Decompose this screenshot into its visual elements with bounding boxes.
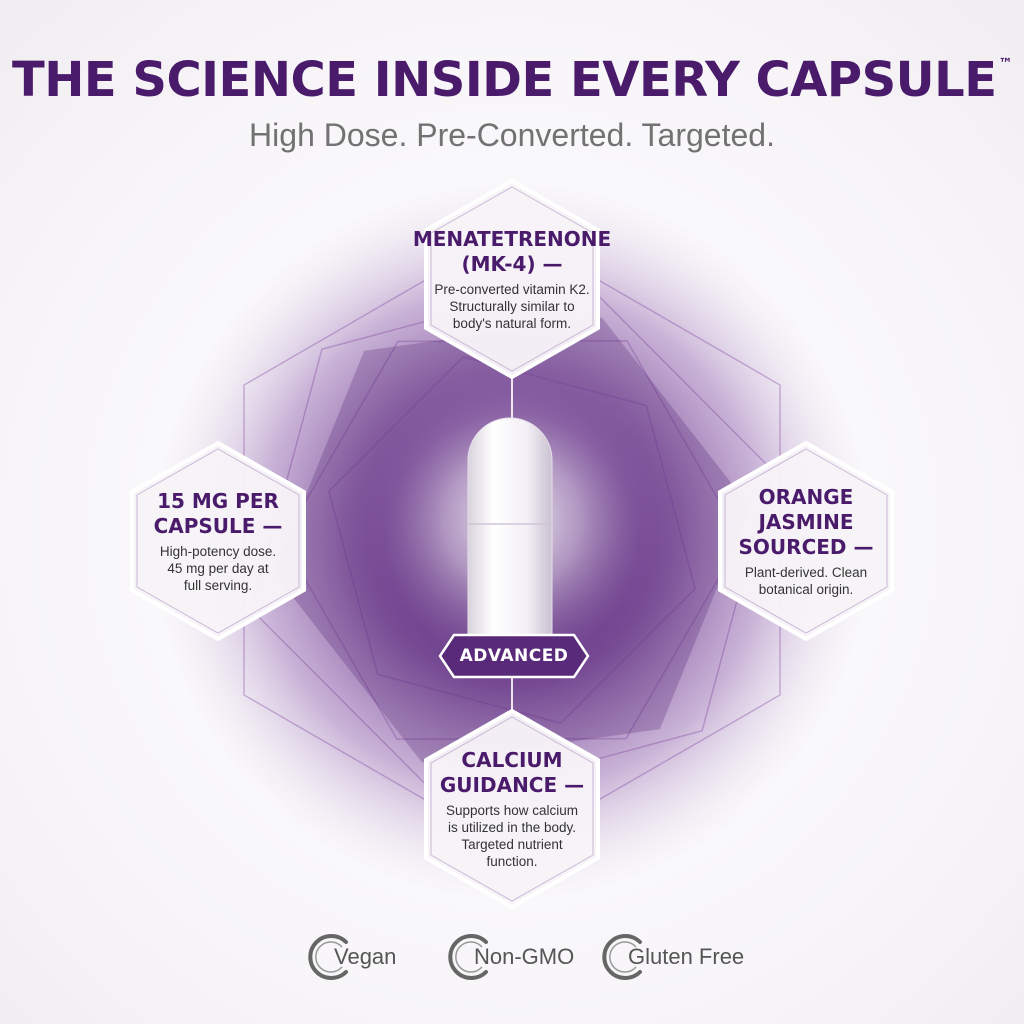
trademark-mark: ™ [998,56,1013,72]
card-heading: MENATETRENONE (MK-4) — [412,226,612,276]
feature-card-source: ORANGE JASMINE SOURCED — Plant-derived. … [716,440,896,642]
card-body: Supports how calcium is utilized in the … [445,803,579,869]
card-body: High-potency dose. 45 mg per day at full… [159,543,277,593]
card-body: Pre-converted vitamin K2. Structurally s… [434,281,590,331]
certification-ring-icon [600,932,650,982]
certification-label: Gluten Free [628,944,745,969]
certification-vegan: Vegan [306,930,396,984]
advanced-badge: ADVANCED [438,633,590,679]
hexagon-frame-icon [424,178,600,380]
advanced-badge-label: ADVANCED [459,646,569,666]
certification-gluten-free: Gluten Free [600,930,744,984]
card-heading: 15 MG PER CAPSULE — [153,488,283,538]
feature-card-calcium: CALCIUM GUIDANCE — Supports how calcium … [422,708,602,910]
hexagon-frame-icon [424,708,600,910]
feature-card-dose: 15 MG PER CAPSULE — High-potency dose. 4… [128,440,308,642]
card-body: Plant-derived. Clean botanical origin. [744,564,868,597]
page-title-text: THE SCIENCE INSIDE EVERY CAPSULE [11,52,997,108]
capsule-icon [467,417,553,662]
feature-card-menatetrenone: MENATETRENONE (MK-4) — Pre-converted vit… [413,178,611,380]
certification-non-gmo: Non-GMO [446,930,574,984]
badge-shape-icon [438,633,590,679]
certification-label: Vegan [334,944,397,969]
card-heading: CALCIUM GUIDANCE — [439,748,585,797]
card-heading: ORANGE JASMINE SOURCED — [738,484,874,559]
hexagon-frame-icon [718,440,894,642]
certification-label: Non-GMO [474,944,575,969]
certification-ring-icon [306,932,356,982]
page-subtitle: High Dose. Pre-Converted. Targeted. [249,117,775,153]
hexagon-frame-icon [130,440,306,642]
certification-ring-icon [446,932,496,982]
